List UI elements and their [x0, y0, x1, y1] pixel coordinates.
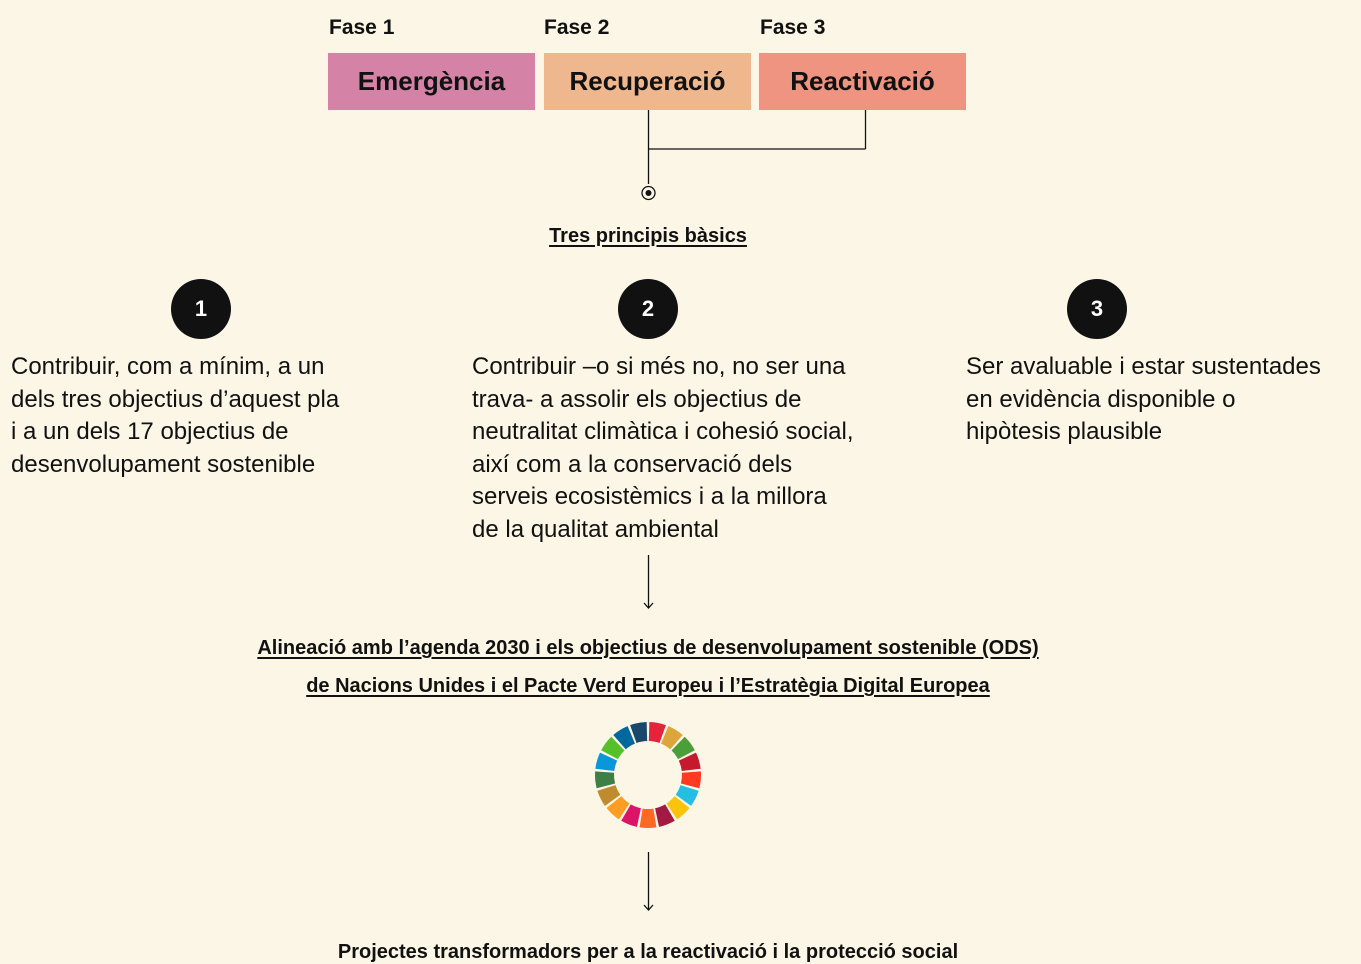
- sdg-wheel-segment: [601, 736, 625, 760]
- sdg-wheel-segment: [648, 722, 666, 743]
- sdg-wheel-segment: [655, 804, 675, 827]
- alignment-title-line-2: de Nacions Unides i el Pacte Verd Europe…: [306, 675, 990, 697]
- phase-reactivacio-box: Reactivació: [759, 53, 966, 110]
- arrow-down-icon-1: [643, 555, 654, 609]
- sdg-wheel-segment: [666, 796, 690, 820]
- sdg-wheel-segment: [606, 796, 630, 820]
- principle-2-number: 2: [618, 279, 678, 339]
- sdg-wheel-icon: [595, 722, 701, 828]
- principle-3-text: Ser avaluable i estar sustentades en evi…: [966, 353, 1321, 445]
- final-outcome-title: Projectes transformadors per a la reacti…: [337, 941, 959, 963]
- sdg-wheel-segment: [621, 804, 641, 827]
- principle-1-number: 1: [171, 279, 231, 339]
- sdg-wheel-segment: [678, 752, 701, 772]
- phase-recuperacio-box: Recuperació: [544, 53, 751, 110]
- phase-emergencia-box: Emergència: [328, 53, 535, 110]
- sdg-wheel-segment: [613, 726, 635, 750]
- phase-emergencia-name: Emergència: [357, 66, 506, 96]
- sdg-wheel-segment: [597, 785, 621, 806]
- phase-2-label: Fase 2: [544, 16, 610, 39]
- sdg-wheel-segment: [675, 785, 699, 806]
- junction-target-icon: [641, 185, 656, 201]
- principles-title: Tres principis bàsics: [549, 225, 747, 247]
- phase-3-label: Fase 3: [760, 16, 826, 39]
- arrow-down-icon-2: [643, 852, 654, 911]
- sdg-wheel-segment: [680, 771, 701, 789]
- principle-3-number: 3: [1067, 279, 1127, 339]
- sdg-wheel-segment: [630, 722, 648, 743]
- principle-2-text: Contribuir –o si més no, no ser una trav…: [472, 353, 854, 543]
- sdg-wheel-segment: [661, 726, 683, 750]
- sdg-wheel-segment: [639, 808, 657, 828]
- phase-1-label: Fase 1: [329, 16, 395, 39]
- sdg-wheel-segment: [595, 752, 618, 772]
- principle-1-text: Contribuir, com a mínim, a un dels tres …: [11, 353, 340, 478]
- phase-reactivacio-name: Reactivació: [790, 66, 935, 96]
- alignment-title-line-1: Alineació amb l’agenda 2030 i els object…: [257, 637, 1039, 659]
- phase-recuperacio-name: Recuperació: [569, 66, 726, 96]
- sdg-wheel-segment: [671, 736, 695, 760]
- sdg-wheel-segment: [595, 771, 616, 789]
